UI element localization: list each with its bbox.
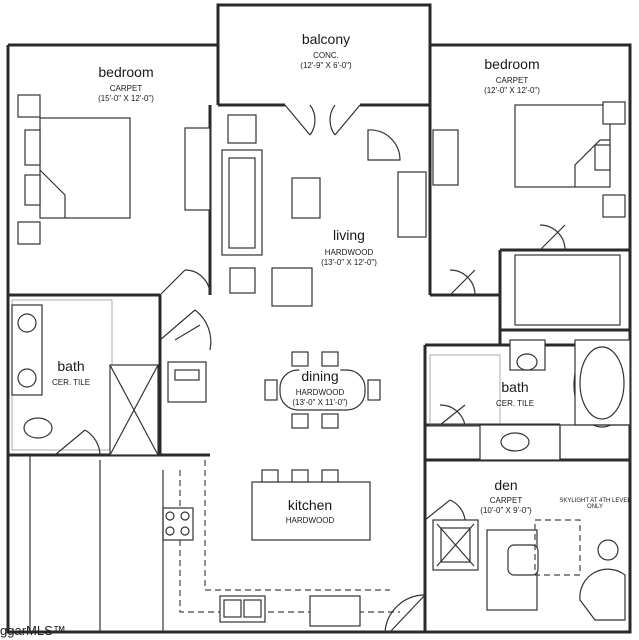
- bedroom-right-label: bedroom: [484, 56, 540, 72]
- right-bedroom-door: [449, 224, 621, 326]
- left-bedroom-door: [159, 269, 211, 296]
- bedroom-right-floor: CARPET: [495, 76, 529, 85]
- kitchen-label: kitchen: [287, 497, 333, 513]
- bedroom-left-label: bedroom: [98, 64, 154, 80]
- left-bath-fixtures: [11, 299, 159, 456]
- den-floor: CARPET: [489, 496, 523, 505]
- balcony-size: (12'-9" X 6'-0"): [300, 61, 352, 70]
- right-bath-fixtures: [429, 339, 631, 461]
- den-label: den: [494, 477, 518, 493]
- balcony-doors: [284, 104, 361, 136]
- living-size: (13'-0" X 12'-0"): [321, 258, 377, 267]
- dining-floor: HARDWOOD: [295, 388, 345, 397]
- den-size: (10'-0" X 9'-0"): [480, 506, 532, 515]
- living-label: living: [333, 227, 365, 243]
- right-bedroom-furniture: [432, 101, 626, 218]
- left-bedroom-furniture: [17, 94, 211, 245]
- bedroom-left-size: (15'-0" X 12'-0"): [98, 94, 154, 103]
- lower-left-walls: [29, 455, 101, 632]
- bedroom-right-size: (12'-0" X 12'-0"): [484, 86, 540, 95]
- skylight-note: SKYLIGHT AT 4TH LEVEL ONLY: [559, 498, 631, 510]
- dining-label: dining: [299, 368, 341, 384]
- hall-closet: [167, 324, 207, 403]
- mls-watermark: ggarMLS™: [0, 623, 66, 638]
- den-furniture: [384, 499, 626, 633]
- bath-left-label: bath: [57, 358, 85, 374]
- living-floor: HARDWOOD: [324, 248, 374, 257]
- exterior-walls: [6, 3, 632, 634]
- living-furniture: [159, 114, 427, 351]
- kitchen-floor: HARDWOOD: [285, 516, 335, 525]
- bath-right-floor: CER. TILE: [495, 399, 535, 408]
- balcony-floor: CONC.: [313, 51, 339, 60]
- balcony-label: balcony: [301, 31, 351, 47]
- bath-left-floor: CER. TILE: [51, 378, 91, 387]
- bedroom-left-floor: CARPET: [109, 84, 143, 93]
- kitchen-fixtures: [162, 460, 400, 632]
- dining-size: (13'-0" X 11'-0"): [292, 398, 348, 407]
- bath-right-label: bath: [501, 379, 529, 395]
